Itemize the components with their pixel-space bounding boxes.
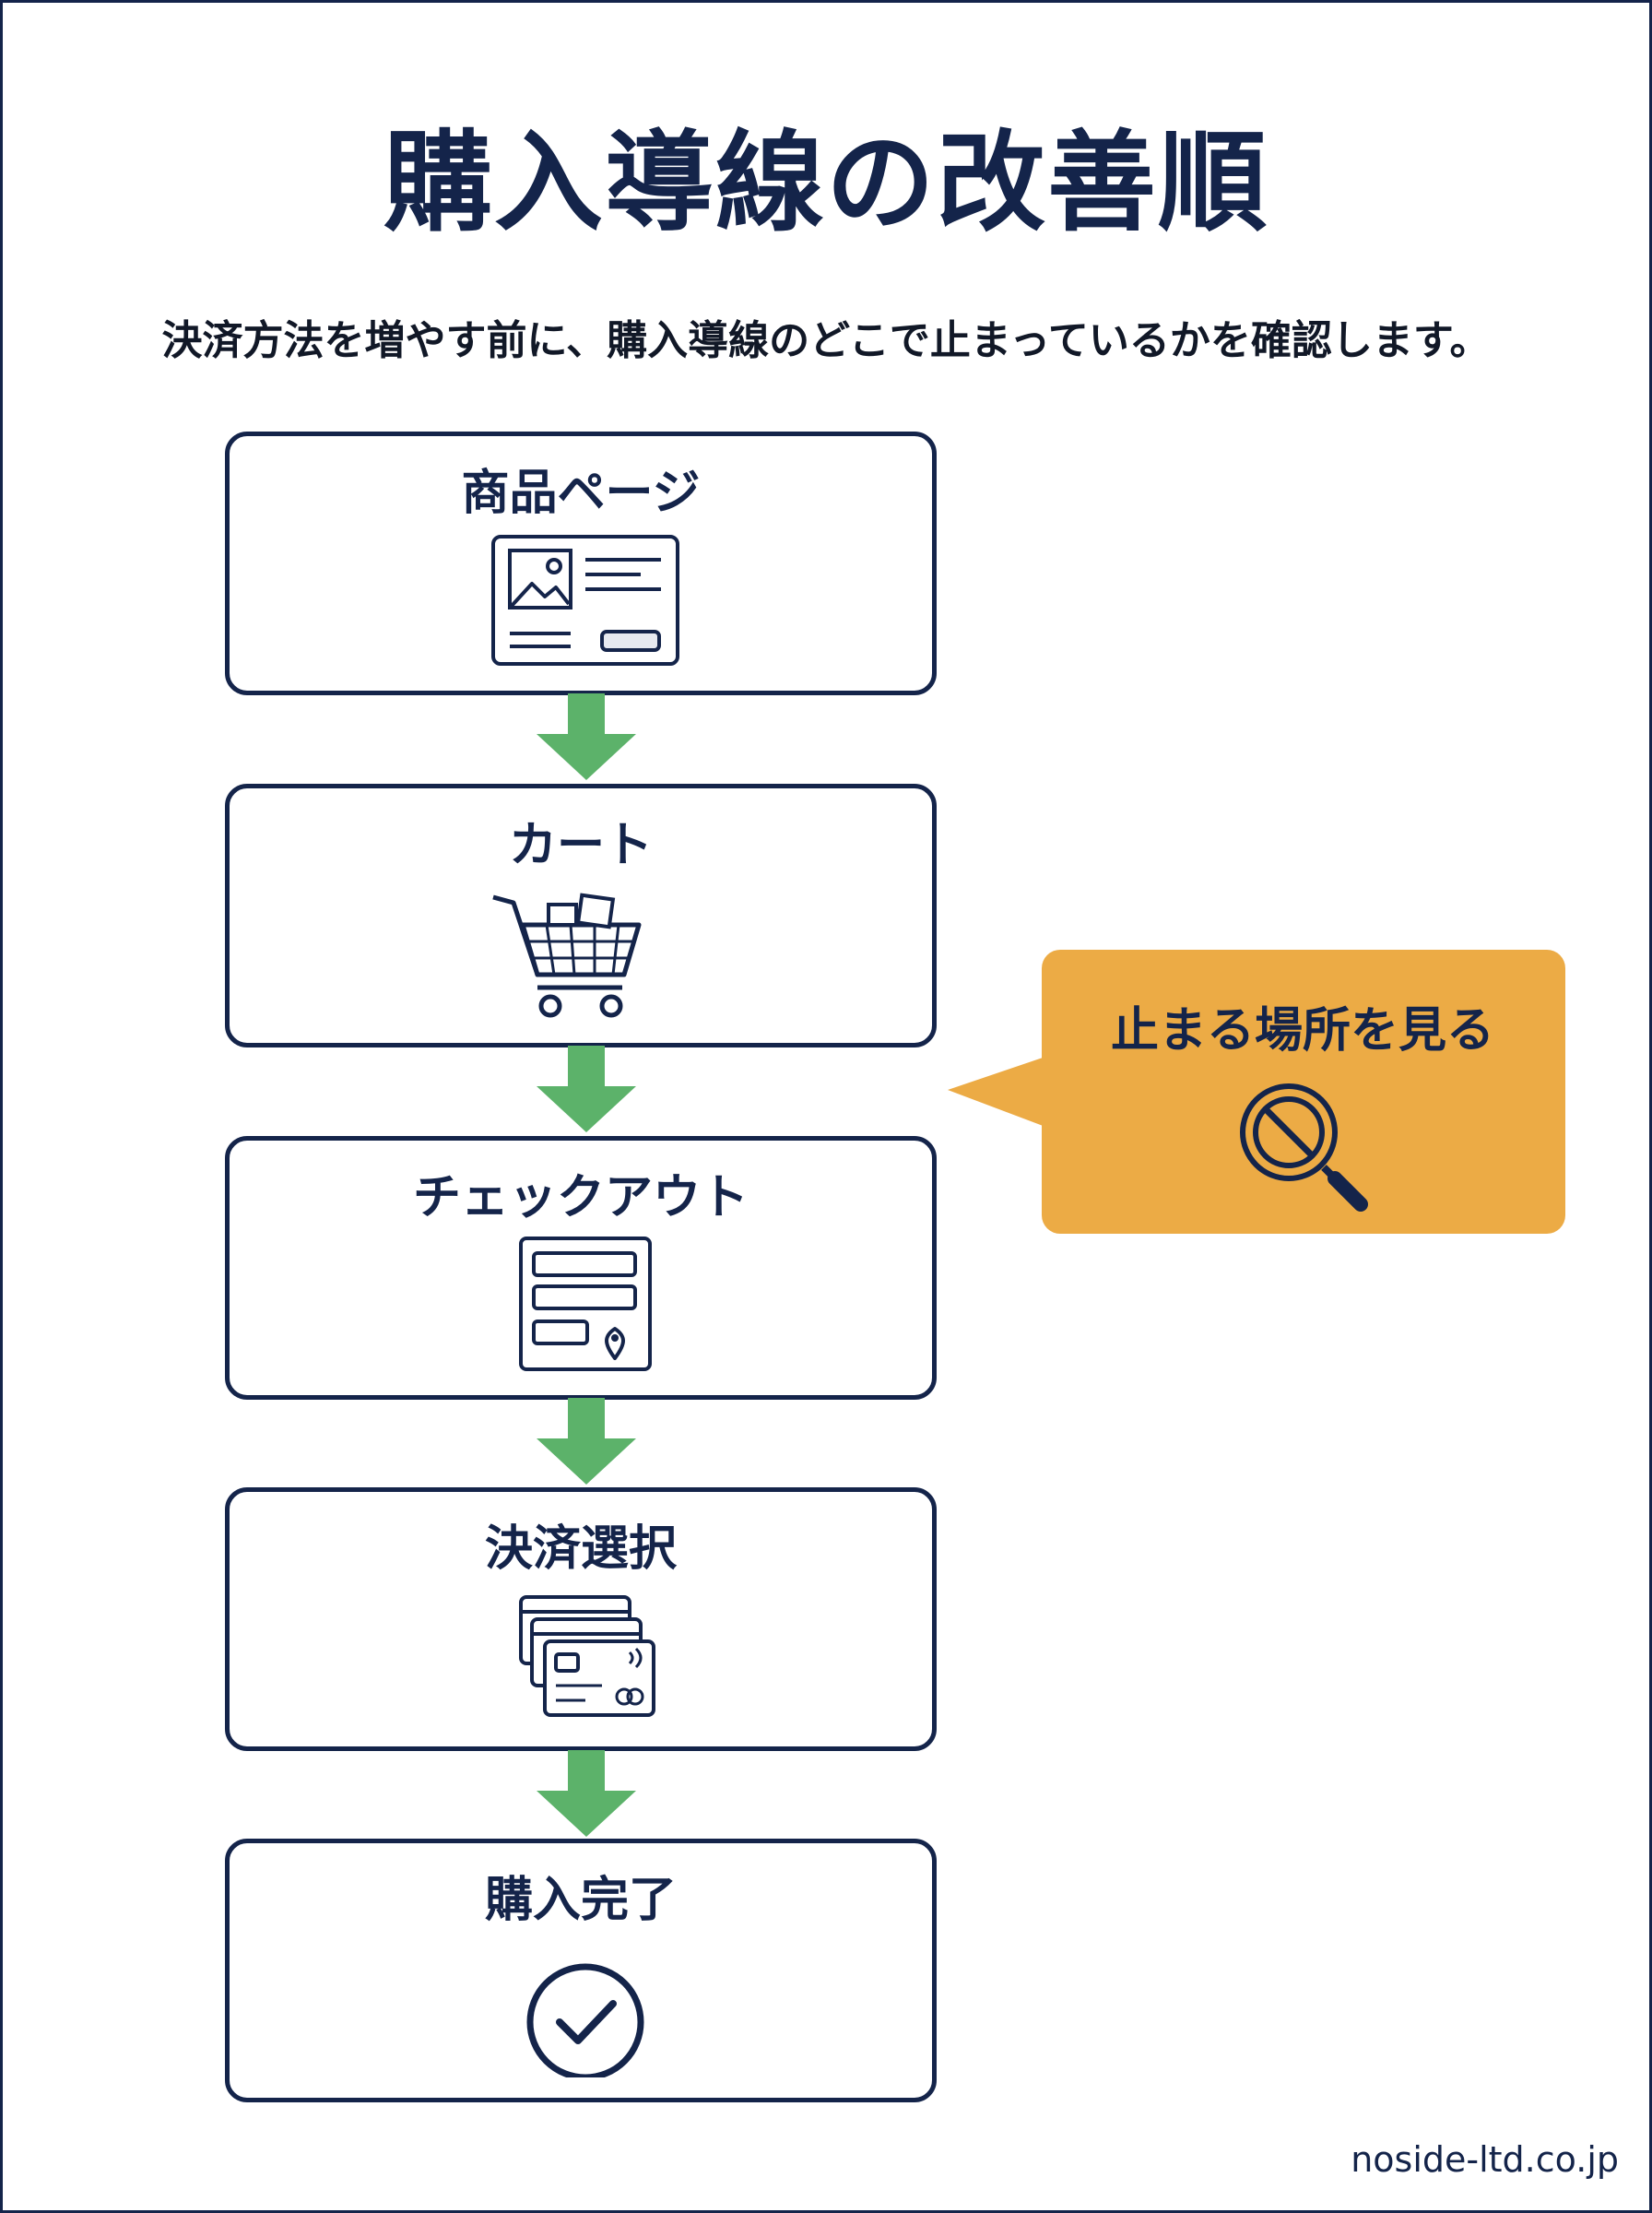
checkout-form-icon bbox=[519, 1237, 652, 1371]
flow-arrow bbox=[537, 1750, 636, 1837]
flow-arrow bbox=[537, 693, 636, 780]
callout-bubble bbox=[948, 950, 1565, 1234]
step-product-page: 商品ページ bbox=[225, 432, 937, 695]
check-circle-icon bbox=[526, 1963, 644, 2077]
search-block-icon bbox=[1240, 1083, 1368, 1212]
step-payment-selection: 決済選択 bbox=[225, 1487, 937, 1751]
step-label: カート bbox=[508, 818, 653, 873]
step-label: 商品ページ bbox=[461, 466, 701, 521]
flow-arrow bbox=[537, 1046, 636, 1132]
product-page-icon bbox=[491, 535, 679, 666]
step-label: 決済選択 bbox=[484, 1521, 677, 1577]
callout-text: 止まる場所を見る bbox=[1110, 1003, 1494, 1059]
step-cart: カート bbox=[225, 784, 937, 1047]
shopping-cart-icon bbox=[492, 893, 642, 1018]
step-purchase-complete: 購入完了 bbox=[225, 1839, 937, 2102]
step-label: チェックアウト bbox=[412, 1170, 749, 1225]
payment-cards-icon bbox=[519, 1595, 655, 1717]
step-label: 購入完了 bbox=[484, 1873, 677, 1928]
page-title: 購入導線の改善順 bbox=[383, 119, 1268, 246]
footer-domain: noside-ltd.co.jp bbox=[1351, 2139, 1619, 2180]
flow-arrow bbox=[537, 1398, 636, 1485]
page-subtitle: 決済方法を増やす前に、購入導線のどこで止まっているかを確認します。 bbox=[161, 317, 1491, 364]
step-checkout: チェックアウト bbox=[225, 1136, 937, 1400]
